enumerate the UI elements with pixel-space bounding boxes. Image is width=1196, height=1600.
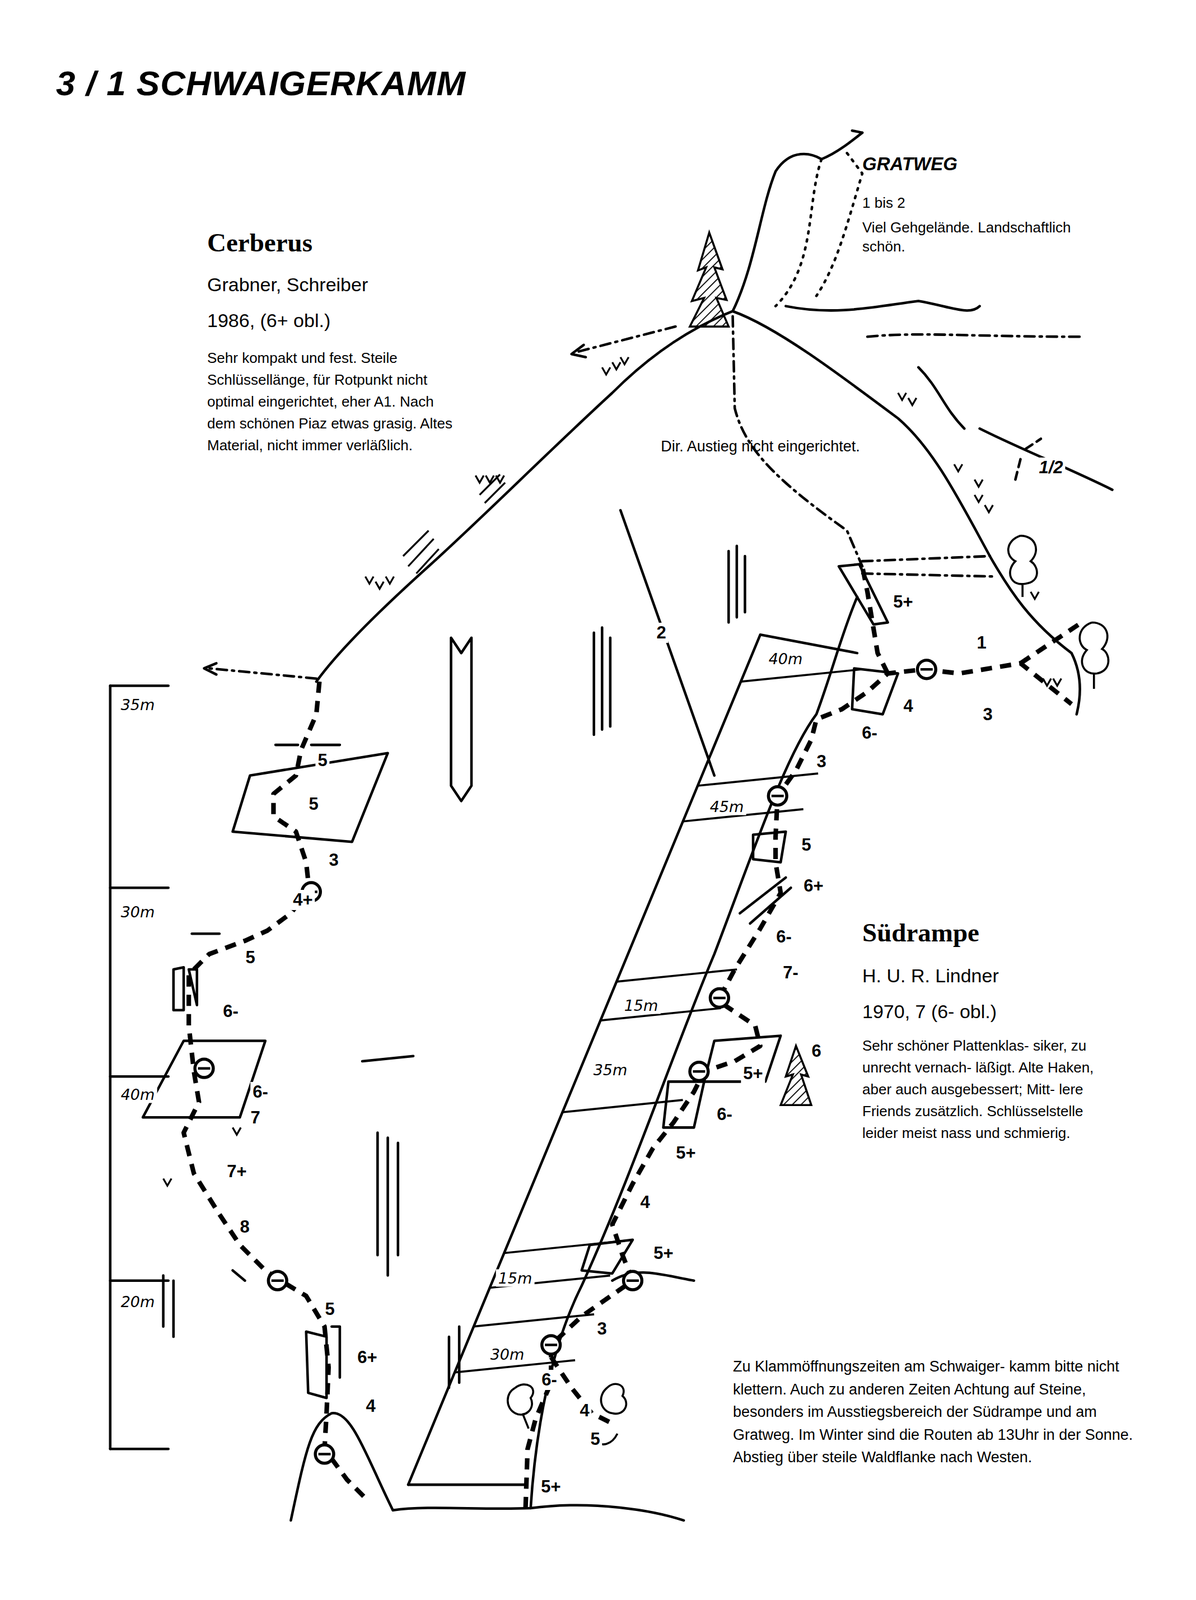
strip-divider [600,1007,721,1021]
strip-divider [697,773,819,786]
grade-label: 3 [326,849,341,871]
grade-label: 7 [248,1107,263,1128]
grade-label: 5+ [538,1476,563,1497]
pitch-length: 35m [118,695,158,714]
grade-label: 2 [653,622,668,643]
grade-label: 5 [799,834,814,856]
grade-label: 7+ [224,1161,249,1182]
route-info: H. U. R. Lindner [862,964,999,988]
grade-label: 6+ [801,875,826,896]
strip-divider [473,1314,595,1327]
grade-label: 4 [577,1400,592,1421]
route-description: Sehr schöner Plattenklas- siker, zu unre… [862,1034,1109,1144]
pitch-length: 35m [591,1061,630,1079]
route-note: Dir. Austieg nicht eingerichtet. [659,436,862,457]
pitch-length: 30m [118,903,158,921]
pitch-length: 15m [496,1269,535,1287]
pitch-length: 30m [488,1345,527,1363]
route-note: Viel Gehgelände. Landschaftlich schön. [862,218,1098,257]
route-note: 1 bis 2 [862,193,1098,213]
pitch-length: 40m [766,650,806,668]
grade-label: 5+ [890,591,915,612]
grade-label: 5 [243,947,258,968]
route-info: Grabner, Schreiber [207,273,368,297]
grade-label: 6- [250,1081,271,1102]
route-name: Cerberus [207,226,313,259]
grade-label: 3 [594,1318,609,1339]
grade-label: 3 [980,704,995,725]
grade-label: 4 [900,695,915,717]
grade-label: 1 [974,632,989,653]
grade-label: 6 [809,1040,824,1062]
title: 3 / 1 SCHWAIGERKAMM [55,63,466,104]
grade-label: 6- [220,1001,241,1022]
grade-label: 5 [322,1299,337,1320]
grade-label: 4 [637,1192,652,1213]
grade-label: 5 [306,793,321,815]
grade-label: 4+ [290,889,315,910]
route-info: 1986, (6+ obl.) [207,309,331,333]
grade-label: 1/2 [1036,457,1065,478]
grade-label: 5 [587,1428,602,1450]
grade-label: 6- [859,722,880,744]
route-name: GRATWEG [862,152,958,176]
pitch-length: 40m [118,1085,158,1104]
strip-divider [616,969,737,982]
grade-label: 4 [363,1395,378,1417]
pitch-length: 15m [622,996,661,1015]
route-description: Sehr kompakt und fest. Steile Schlüssell… [207,347,460,457]
grade-label: 5+ [651,1243,676,1264]
grade-label: 6- [773,926,794,947]
pitch-length: 45m [707,797,747,816]
general-note: Zu Klammöffnungszeiten am Schwaiger- kam… [732,1355,1153,1469]
grade-label: 8 [237,1216,252,1237]
grade-label: 7- [780,962,801,983]
strip-divider [503,1240,625,1254]
grade-label: 6- [539,1369,560,1390]
grade-label: 5+ [740,1063,765,1084]
grade-label: 6+ [354,1347,380,1368]
route-info: 1970, 7 (6- obl.) [862,1000,997,1023]
grade-label: 3 [814,751,829,772]
grade-label: 5+ [673,1142,698,1163]
grade-label: 5 [315,750,330,771]
strip-divider [740,669,862,682]
strip-divider [562,1099,684,1113]
route-name: Südrampe [862,916,980,948]
grade-label: 6- [714,1104,735,1125]
pitch-length: 20m [118,1292,158,1311]
